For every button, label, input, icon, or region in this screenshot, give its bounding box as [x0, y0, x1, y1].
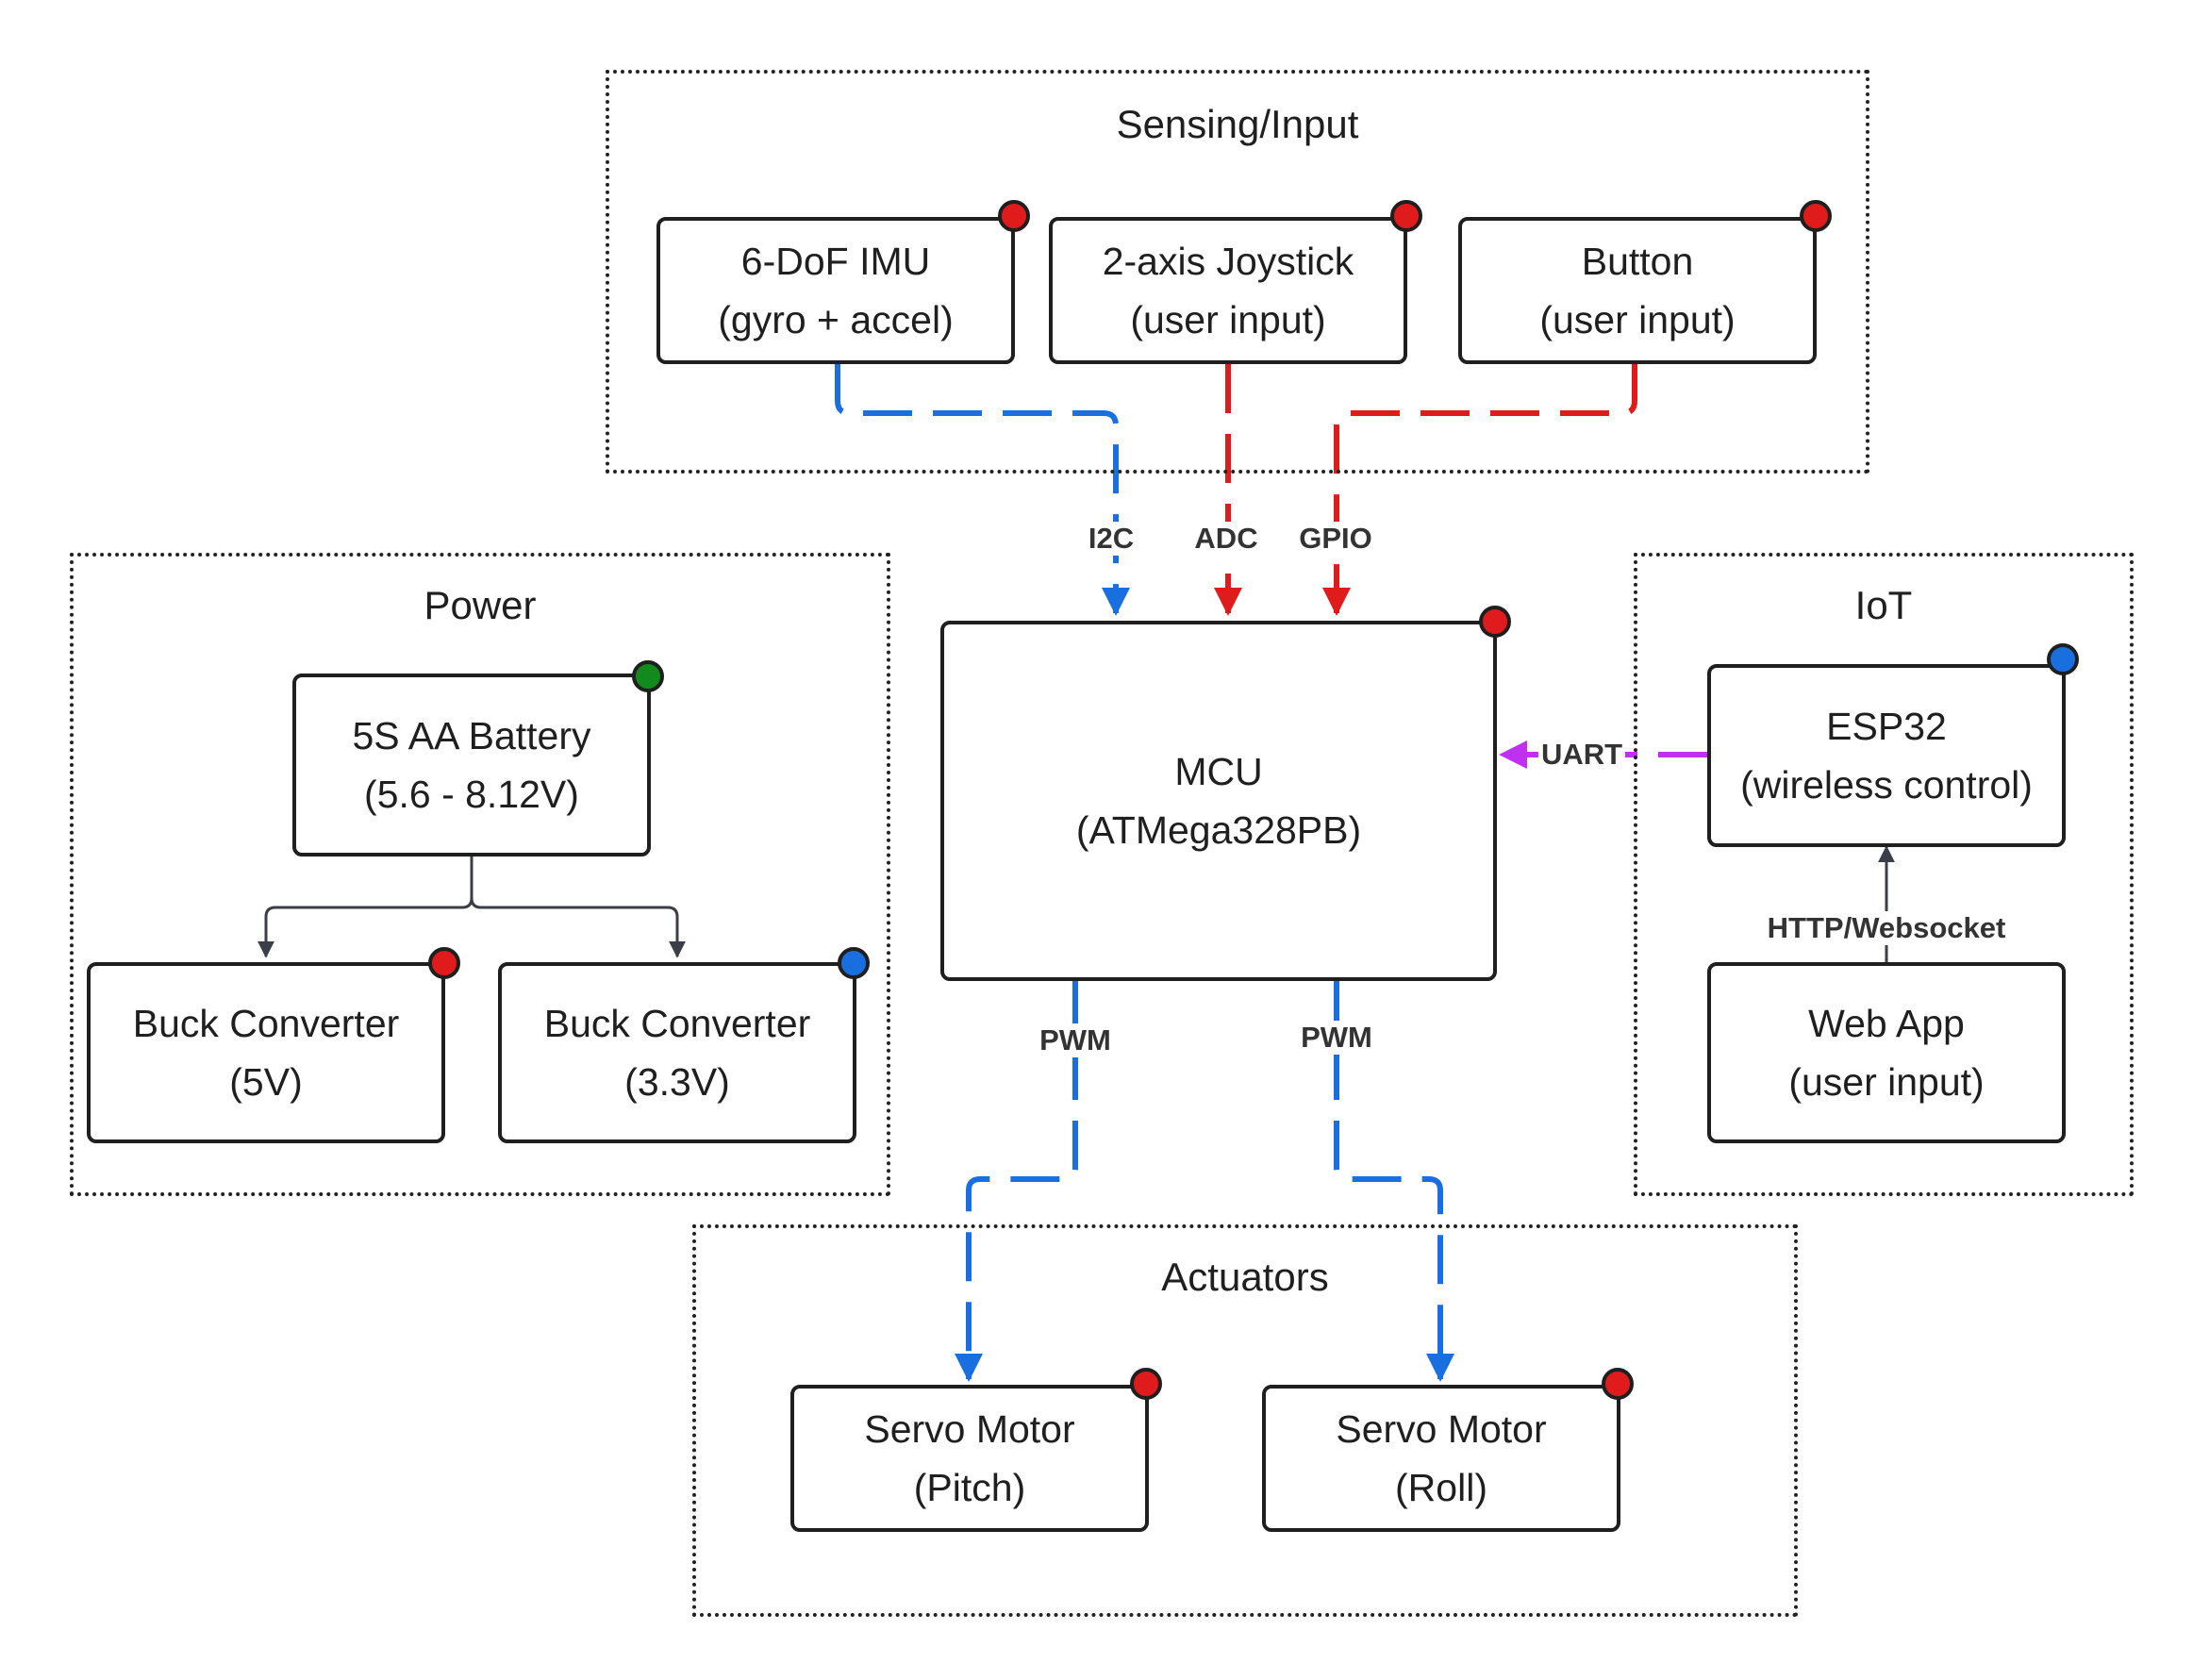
node-title: Web App — [1808, 1002, 1965, 1045]
node-title: 6-DoF IMU — [740, 240, 931, 283]
node-buck-3v3[interactable]: Buck Converter (3.3V) — [498, 962, 856, 1143]
node-title: Servo Motor — [864, 1407, 1075, 1451]
group-sensing-input: Sensing/Input — [606, 70, 1869, 474]
node-title: ESP32 — [1826, 705, 1947, 748]
node-battery[interactable]: 5S AA Battery (5.6 - 8.12V) — [292, 674, 651, 857]
node-subtitle: (gyro + accel) — [718, 298, 954, 341]
node-subtitle: (Roll) — [1395, 1466, 1487, 1509]
status-dot-green — [632, 660, 664, 692]
node-title: Button — [1581, 240, 1694, 283]
node-mcu[interactable]: MCU (ATMega328PB) — [940, 621, 1497, 981]
node-servo-roll[interactable]: Servo Motor (Roll) — [1262, 1385, 1620, 1532]
status-dot-blue — [2047, 643, 2079, 675]
node-joystick[interactable]: 2-axis Joystick (user input) — [1049, 217, 1407, 364]
node-title: 5S AA Battery — [352, 714, 591, 757]
edge-label-pwm-roll: PWM — [1298, 1021, 1375, 1055]
node-subtitle: (ATMega328PB) — [1075, 808, 1362, 852]
group-title: IoT — [1854, 583, 1913, 627]
node-web-app[interactable]: Web App (user input) — [1707, 962, 2066, 1143]
node-subtitle: (user input) — [1788, 1060, 1985, 1104]
node-title: Buck Converter — [132, 1002, 400, 1045]
status-dot-red — [998, 200, 1030, 232]
group-title: Actuators — [1161, 1255, 1329, 1299]
edge-label-i2c: I2C — [1085, 522, 1138, 556]
status-dot-red — [1390, 200, 1422, 232]
edge-label-pwm-pitch: PWM — [1037, 1023, 1114, 1057]
node-subtitle: (Pitch) — [913, 1466, 1026, 1509]
node-title: Buck Converter — [543, 1002, 811, 1045]
status-dot-red — [1602, 1368, 1634, 1400]
edge-label-gpio: GPIO — [1296, 522, 1375, 556]
node-subtitle: (5V) — [229, 1060, 303, 1104]
node-title: Servo Motor — [1336, 1407, 1547, 1451]
status-dot-red — [1479, 606, 1511, 638]
status-dot-blue — [838, 947, 870, 979]
edge-power-split — [264, 857, 677, 956]
status-dot-red — [1800, 200, 1832, 232]
node-esp32[interactable]: ESP32 (wireless control) — [1707, 664, 2066, 847]
node-imu[interactable]: 6-DoF IMU (gyro + accel) — [656, 217, 1015, 364]
edge-i2c — [835, 364, 1130, 616]
group-power: Power — [70, 553, 890, 1196]
node-buck-5v[interactable]: Buck Converter (5V) — [87, 962, 445, 1143]
node-subtitle: (3.3V) — [624, 1060, 730, 1104]
group-title: Power — [424, 583, 537, 627]
edge-label-http: HTTP/Websocket — [1764, 911, 2009, 945]
edge-gpio — [1322, 364, 1637, 616]
node-subtitle: (user input) — [1130, 298, 1326, 341]
node-title: 2-axis Joystick — [1102, 240, 1354, 283]
group-iot: IoT — [1634, 553, 2134, 1196]
node-servo-pitch[interactable]: Servo Motor (Pitch) — [790, 1385, 1149, 1532]
node-subtitle: (wireless control) — [1740, 763, 2033, 807]
node-subtitle: (5.6 - 8.12V) — [364, 773, 579, 816]
node-title: MCU — [1174, 750, 1263, 793]
status-dot-red — [428, 947, 460, 979]
edge-label-uart: UART — [1537, 738, 1626, 772]
edge-pwm-roll — [1334, 981, 1454, 1382]
edge-label-adc: ADC — [1191, 522, 1261, 556]
node-subtitle: (user input) — [1539, 298, 1736, 341]
group-title: Sensing/Input — [1116, 102, 1359, 146]
edge-pwm-pitch — [955, 981, 1078, 1382]
status-dot-red — [1130, 1368, 1162, 1400]
node-button[interactable]: Button (user input) — [1458, 217, 1817, 364]
group-actuators: Actuators — [692, 1224, 1798, 1617]
